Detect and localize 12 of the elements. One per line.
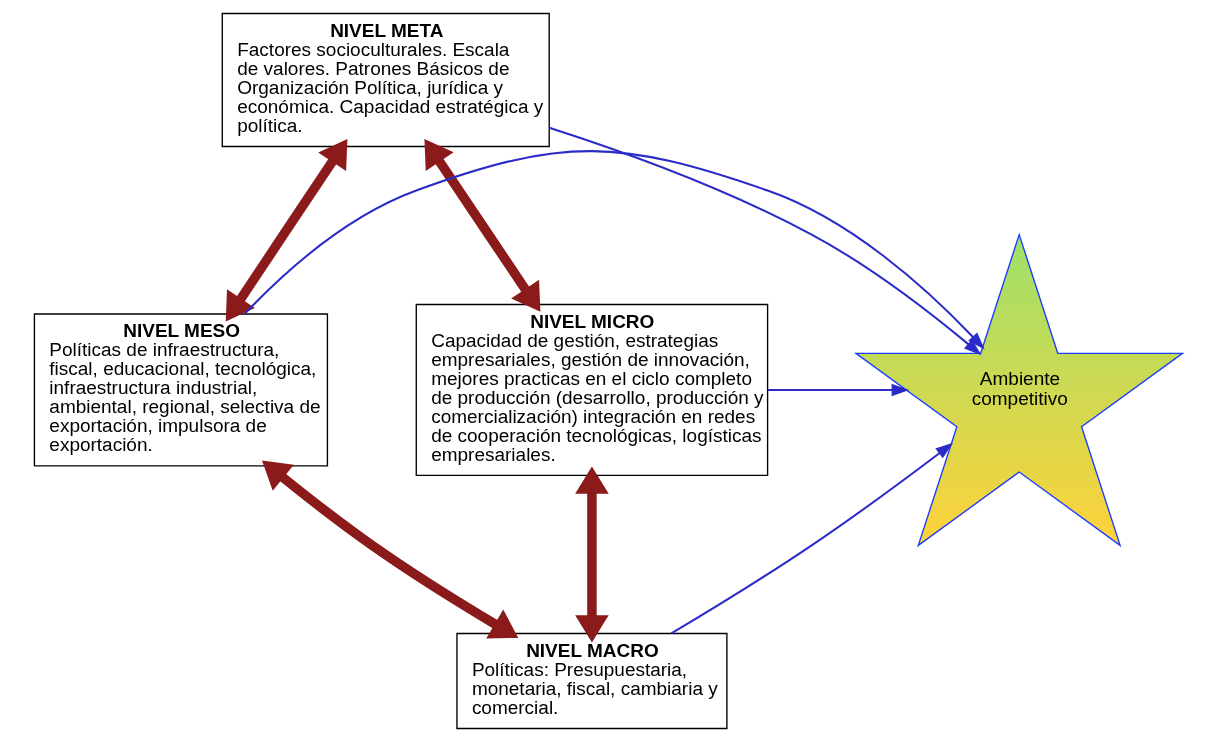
arrow [424, 138, 541, 312]
arrow [225, 138, 348, 322]
arrow [244, 150, 985, 350]
node-box: NIVEL MICRO Capacidad de gestión, estrategias empresariales, gestión de innovación, mejores practicas en el ciclo completo de producción (desarrollo, producción y comercialización) integración en redes de cooperación tecnológicas, logísticas empresariales. [415, 303, 769, 477]
arrow [549, 126, 982, 356]
arrow [670, 442, 954, 635]
node-box: NIVEL MACRO Políticas: Presupuestaria, monetaria, fiscal, cambiaria y comercial. [456, 632, 728, 730]
node-box: NIVEL META Factores socioculturales. Escala de valores. Patrones Básicos de Organización Política, jurídica y económica. Capacidad estratégica y política. [221, 12, 550, 148]
arrow [767, 383, 910, 397]
arrow [262, 460, 519, 639]
node-box: NIVEL MESO Políticas de infraestructura, fiscal, educacional, tecnológica, infraestructura industrial, ambiental, regional, selectiva de exportación, impulsora de exportación. [33, 313, 329, 467]
arrow [575, 466, 609, 643]
